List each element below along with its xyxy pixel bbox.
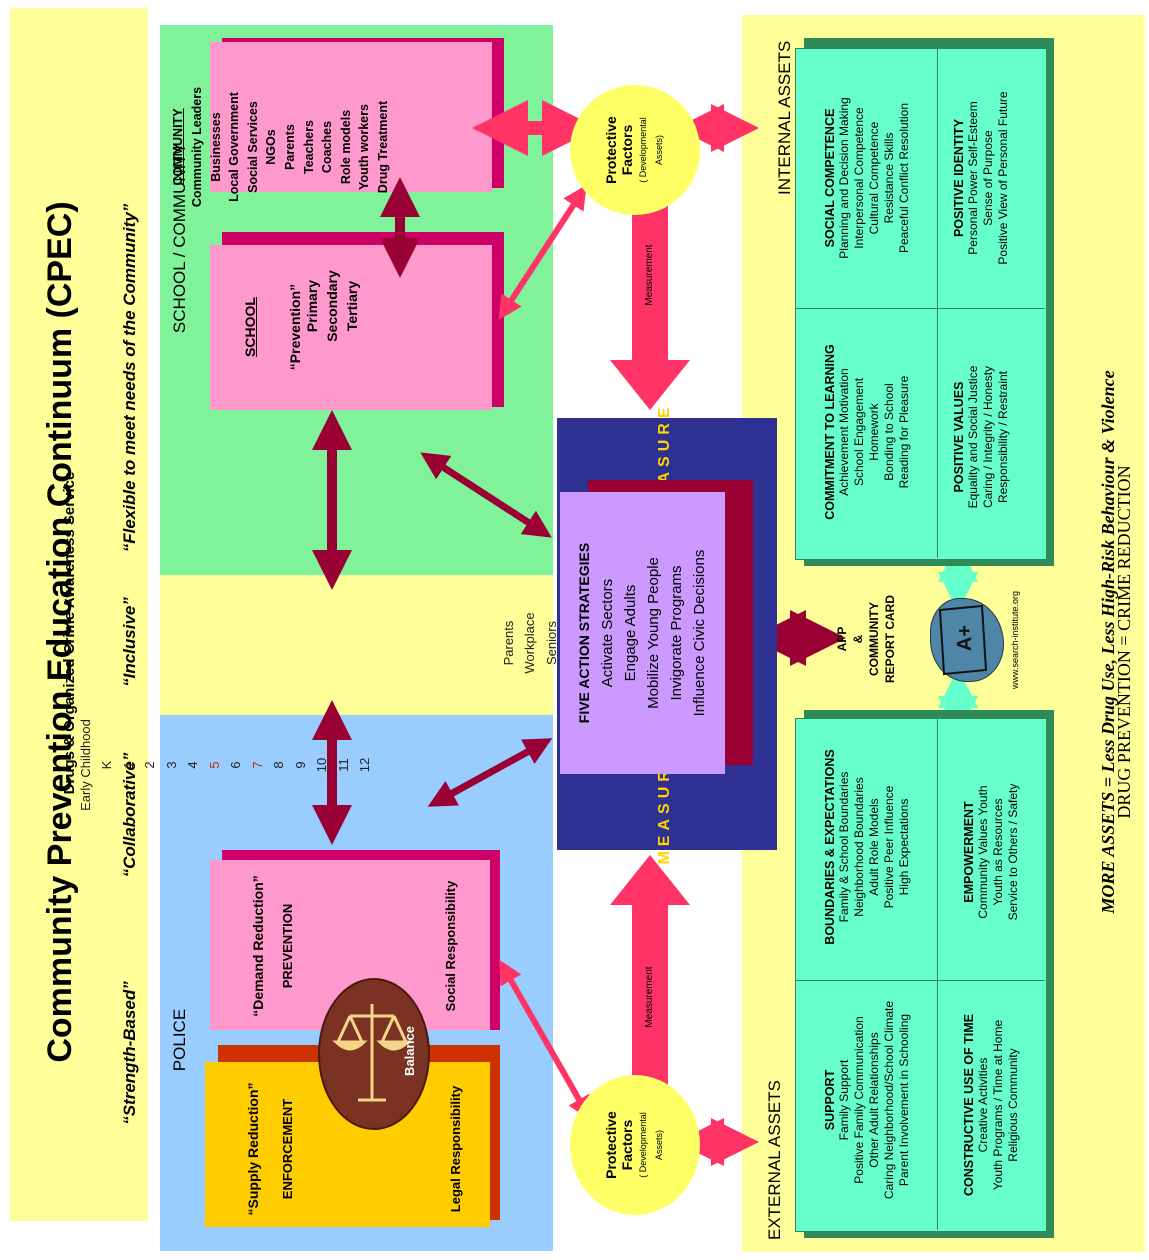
asset-heading: POSITIVE VALUES [951, 381, 966, 493]
app-line: REPORT CARD [883, 595, 897, 684]
age-band [160, 575, 553, 715]
protective-note: ( Developmental [638, 117, 648, 183]
asset-item: Family Support [836, 1059, 851, 1141]
protective-title: Factors [619, 124, 635, 176]
internal-assets-grid [795, 48, 1047, 560]
report-grade: A+ [954, 624, 976, 652]
asset-boundaries-expectations: BOUNDARIES & EXPECTATIONS Family & Schoo… [819, 717, 915, 977]
protective-factors-bottom-text: Protective Factors ( Developmental Asset… [597, 1085, 673, 1205]
app-line: APP [835, 626, 849, 652]
asset-item: Other Adult Relationships [866, 1032, 881, 1168]
strategy-item: Activate Sectors [599, 578, 616, 688]
asset-item: Responsibility / Restraint [995, 370, 1010, 504]
school-box [210, 245, 492, 410]
protective-note: ( Developmental [638, 1112, 648, 1178]
asset-item: Parent Involvement in Schooling [896, 1013, 911, 1187]
asset-item: Sense of Purpose [980, 130, 995, 226]
grade-paper-icon [938, 604, 988, 676]
strategies-title: FIVE ACTION STRATEGIES [576, 542, 592, 724]
community-box [210, 42, 492, 192]
app-line: COMMUNITY [867, 602, 881, 676]
internal-assets-label: INTERNAL ASSETS [775, 40, 794, 195]
strategy-item: Invigorate Programs [668, 565, 685, 701]
asset-item: Caring / Integrity / Honesty [980, 365, 995, 509]
external-assets-grid [795, 718, 1047, 1232]
asset-commitment-to-learning: COMMITMENT TO LEARNING Achievement Motiv… [819, 312, 915, 552]
asset-item: Positive Peer Influence [881, 785, 896, 909]
asset-item: Youth as Resources [990, 798, 1005, 906]
dark-red-arrows [312, 177, 846, 845]
strategy-item: Mobilize Young People [645, 557, 662, 709]
internal-divider-v [795, 308, 1045, 309]
protective-title: Protective [603, 1111, 619, 1179]
protective-note: Assets) [654, 1130, 664, 1161]
protective-factors-top-text: Protective Factors ( Developmental Asset… [597, 90, 673, 210]
asset-item: Bonding to School [881, 383, 896, 481]
asset-item: Community Values Youth [975, 785, 990, 919]
asset-item: Neighborhood Boundaries [851, 777, 866, 917]
asset-item: Peaceful Conflict Resolution [896, 102, 911, 254]
asset-heading: POSITIVE IDENTITY [951, 118, 966, 238]
protective-factors-bottom [570, 1075, 700, 1215]
external-assets-label: EXTERNAL ASSETS [765, 1080, 784, 1240]
asset-heading: CONSTRUCTIVE USE OF TIME [961, 1014, 976, 1196]
asset-positive-identity: POSITIVE IDENTITY Personal Power Self-Es… [948, 58, 1014, 298]
asset-item: Reading for Pleasure [896, 375, 911, 489]
title-panel [10, 8, 148, 1221]
strategies-list: FIVE ACTION STRATEGIES Activate Sectors … [558, 493, 726, 773]
app-line: & [851, 634, 865, 644]
asset-item: Creative Activities [975, 1057, 990, 1153]
asset-item: Personal Power Self-Esteem [965, 101, 980, 255]
asset-item: Planning and Decision Making [836, 97, 851, 259]
asset-item: Interpersonal Competence [851, 107, 866, 249]
asset-item: Cultural Competence [866, 121, 881, 235]
measurement-label-bottom: Measurement [644, 966, 655, 1028]
asset-empowerment: EMPOWERMENT Community Values Youth Youth… [958, 737, 1024, 967]
balance-emblem [318, 978, 430, 1130]
scales-icon [332, 1004, 412, 1102]
asset-positive-values: POSITIVE VALUES Equality and Social Just… [948, 327, 1014, 547]
asset-heading: COMMITMENT TO LEARNING [822, 344, 837, 520]
asset-social-competence: SOCIAL COMPETENCE Planning and Decision … [819, 53, 915, 303]
external-divider-h [937, 718, 938, 1230]
asset-item: Positive Family Communication [851, 1016, 866, 1184]
asset-heading: EMPOWERMENT [961, 801, 976, 903]
protective-title: Factors [619, 1119, 635, 1171]
asset-constructive-use-of-time: CONSTRUCTIVE USE OF TIME Creative Activi… [958, 970, 1024, 1240]
asset-support: SUPPORT Family Support Positive Family C… [819, 965, 915, 1235]
asset-item: Resistance Skills [881, 132, 896, 224]
asset-item: Service to Others / Safety [1005, 783, 1020, 921]
app-report-card-label: APP & COMMUNITY REPORT CARD [824, 589, 908, 689]
footer-drug-prevention: DRUG PREVENTION = CRIME REDUCTION [1114, 465, 1134, 819]
asset-item: Positive View of Personal Future [995, 91, 1010, 265]
asset-item: Caring Neighborhood/School Climate [881, 1000, 896, 1200]
asset-heading: BOUNDARIES & EXPECTATIONS [822, 749, 837, 945]
protective-note: Assets) [654, 135, 664, 166]
protective-title: Protective [603, 116, 619, 184]
protective-factors-top [570, 85, 700, 215]
magenta-arrows [472, 100, 759, 1166]
asset-item: High Expectations [896, 798, 911, 896]
asset-item: School Engagement [851, 377, 866, 487]
asset-item: Achievement Motivation [836, 368, 851, 496]
strategies-box [560, 492, 725, 774]
search-institute-url: www.search-institute.org [1010, 590, 1020, 690]
asset-heading: SOCIAL COMPETENCE [822, 108, 837, 248]
asset-item: Youth Programs / Time at Home [990, 1019, 1005, 1191]
asset-heading: SUPPORT [822, 1069, 837, 1131]
internal-divider-h [937, 48, 938, 558]
asset-item: Adult Role Models [866, 798, 881, 896]
asset-item: Homework [866, 403, 881, 461]
asset-item: Equality and Social Justice [965, 365, 980, 509]
asset-item: Religious Community [1005, 1048, 1020, 1162]
strategy-item: Influence Civic Decisions [691, 549, 708, 717]
external-divider-v [795, 980, 1045, 981]
measurement-label-top: Measurement [644, 244, 655, 306]
strategy-item: Engage Adults [622, 584, 639, 682]
asset-item: Family & School Boundaries [836, 771, 851, 923]
